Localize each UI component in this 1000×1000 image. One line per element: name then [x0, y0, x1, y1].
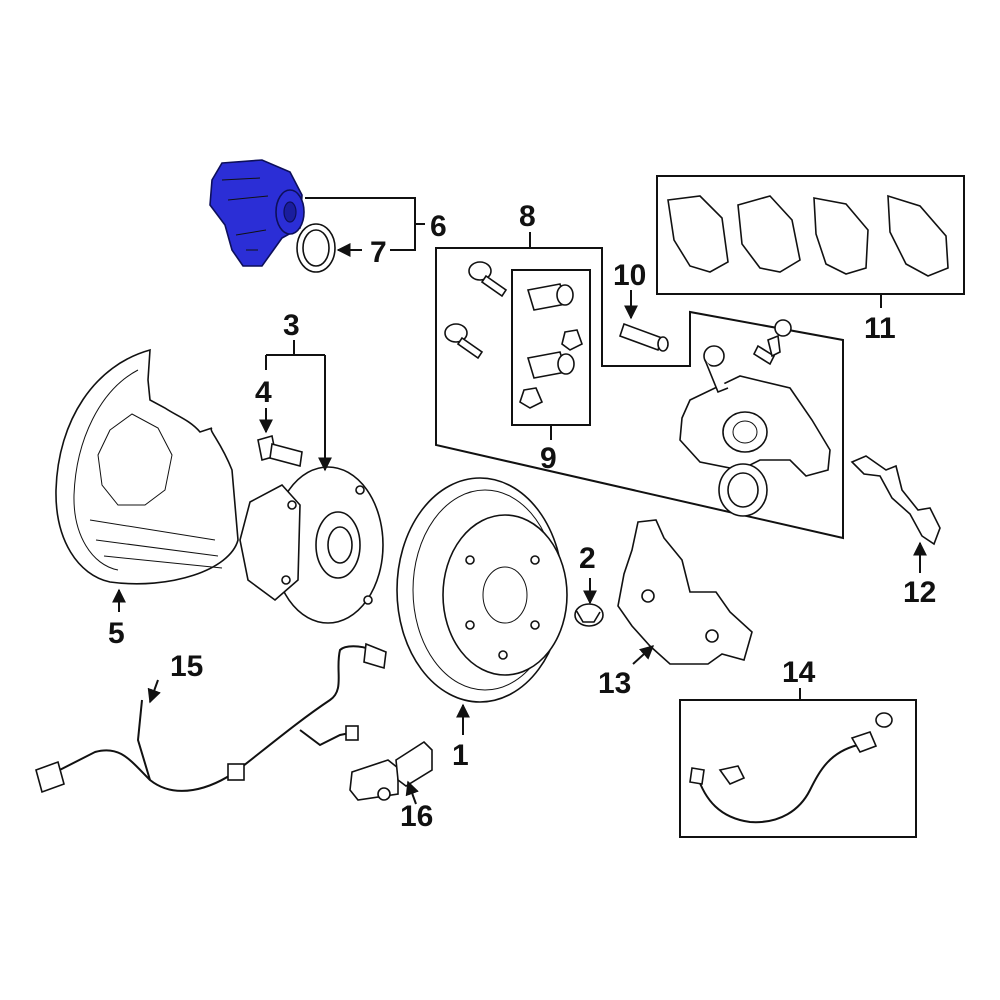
callout-14: 14 — [782, 656, 816, 689]
callout-1: 1 — [452, 739, 469, 772]
caliper-bracket[interactable] — [617, 519, 753, 665]
leader-15 — [147, 679, 161, 704]
callout-3: 3 — [283, 309, 300, 342]
brake-rotor[interactable] — [396, 477, 568, 703]
splash-shield[interactable] — [55, 348, 239, 585]
brake-pad-set[interactable] — [667, 194, 949, 277]
caliper-bolt-lower[interactable] — [444, 323, 484, 360]
callout-10: 10 — [613, 259, 646, 292]
callout-15: 15 — [170, 650, 203, 683]
parking-brake-actuator-highlighted[interactable] — [209, 159, 305, 267]
callout-8: 8 — [519, 200, 536, 233]
callout-6: 6 — [430, 210, 447, 243]
wear-sensor-harness[interactable] — [689, 712, 893, 824]
guide-pin[interactable] — [618, 322, 669, 352]
pad-spring-clip[interactable] — [850, 455, 941, 546]
callout-13: 13 — [598, 667, 631, 700]
hub-bolt[interactable] — [257, 434, 303, 468]
piston-seal[interactable] — [718, 463, 768, 517]
callout-2: 2 — [579, 542, 596, 575]
callout-9: 9 — [540, 442, 557, 475]
callout-5: 5 — [108, 617, 125, 650]
leader-13 — [632, 645, 655, 665]
rotor-screw[interactable] — [574, 603, 604, 627]
callout-12: 12 — [903, 576, 936, 609]
abs-wiring-harness[interactable] — [35, 642, 387, 794]
actuator-body — [209, 159, 303, 267]
leader-16 — [405, 780, 419, 805]
caliper-bolt-upper[interactable] — [468, 261, 508, 298]
actuator-detail — [221, 177, 269, 251]
wheel-speed-sensor[interactable] — [349, 740, 433, 801]
callout-4: 4 — [255, 376, 272, 409]
callout-7: 7 — [370, 236, 387, 269]
callout-16: 16 — [400, 800, 433, 833]
guide-pin-kit[interactable] — [519, 283, 583, 409]
callout-11: 11 — [864, 312, 896, 345]
caliper-kit-outline — [435, 247, 844, 540]
brake-caliper[interactable] — [679, 319, 831, 477]
sensor-kit-box — [679, 699, 917, 838]
brake-pads-box — [656, 175, 965, 295]
o-ring[interactable] — [296, 223, 336, 273]
actuator-end-hub — [283, 201, 297, 223]
wheel-hub[interactable] — [239, 466, 384, 624]
